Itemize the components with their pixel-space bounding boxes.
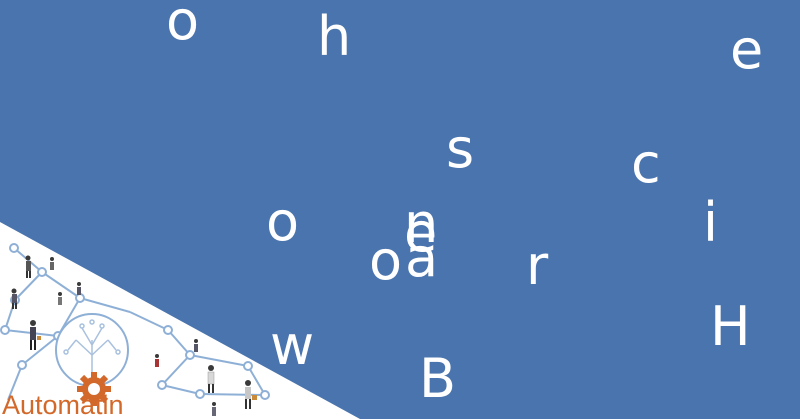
floating-letter: s (446, 117, 475, 180)
floating-letter: B (419, 347, 457, 410)
person-figure (11, 288, 17, 309)
person-figure (194, 339, 198, 352)
person-figure (245, 380, 257, 409)
floating-letter: H (710, 295, 751, 358)
floating-letter: w (270, 314, 315, 377)
floating-letter: i (703, 191, 719, 254)
floating-letter: n (404, 192, 439, 255)
person-figure (25, 255, 31, 278)
floating-letter: e (404, 201, 438, 264)
brand-logo-text: Automatin (2, 390, 124, 419)
floating-letter: a (405, 226, 439, 289)
floating-letter: e (730, 18, 764, 81)
circuit-tree-icon (63, 319, 121, 378)
person-figure (207, 365, 215, 393)
floating-letter: o (166, 0, 200, 52)
floating-letter: o (266, 190, 300, 253)
person-figure (58, 292, 62, 305)
floating-letter: o (369, 229, 403, 292)
floating-letter: r (526, 234, 549, 297)
person-figure (155, 354, 159, 367)
person-figure (50, 257, 54, 270)
person-figure (77, 282, 81, 295)
floating-letter: h (317, 5, 352, 68)
person-figure (212, 402, 216, 416)
person-figure (30, 320, 41, 350)
gear-icon (77, 372, 111, 406)
floating-letter: c (631, 132, 661, 195)
